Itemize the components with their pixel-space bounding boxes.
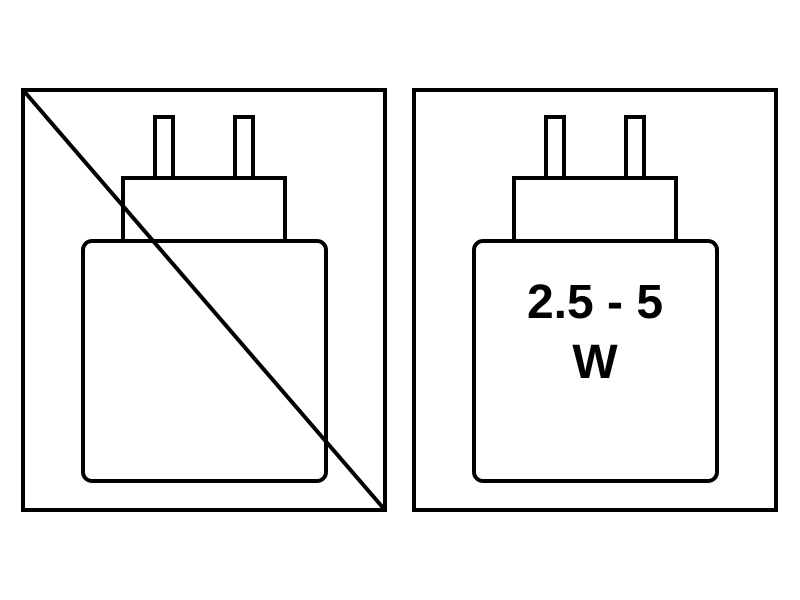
charger-plug-icon [81, 115, 328, 483]
charger-plug-icon [472, 115, 719, 483]
panel-frame-left [21, 88, 387, 512]
charger-body [472, 239, 719, 483]
plug-pin-right [624, 115, 646, 180]
plug-pin-left [153, 115, 175, 180]
panel-no-charger [21, 88, 387, 512]
plug-neck [512, 176, 678, 243]
strike-through-line [21, 88, 387, 512]
plug-pin-right [233, 115, 255, 180]
panel-frame-right [412, 88, 778, 512]
charger-body [81, 239, 328, 483]
plug-pin-left [544, 115, 566, 180]
wattage-unit-label: W [572, 336, 618, 389]
wattage-range-label: 2.5 - 5 [527, 276, 663, 329]
panel-charger-wattage: 2.5 - 5 W [412, 88, 778, 512]
